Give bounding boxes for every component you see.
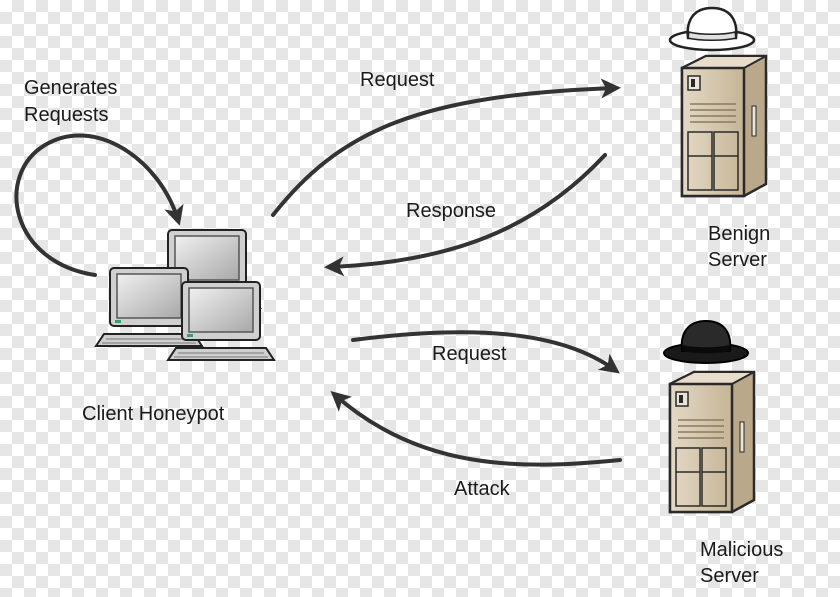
request-top-label: Request (360, 69, 435, 91)
benign-label: Benign (708, 223, 770, 245)
generates-requests-arrow (14, 133, 184, 277)
white-fedora-icon (668, 6, 756, 52)
response-label: Response (406, 200, 496, 222)
attack-arrow-from-malicious (330, 391, 622, 467)
malicious-server-label: Server (700, 565, 759, 587)
malicious-label: Malicious (700, 539, 783, 561)
generates-label: Generates (24, 77, 117, 99)
attack-label: Attack (454, 478, 511, 500)
request-arrow-to-malicious (351, 330, 620, 374)
requests-label: Requests (24, 104, 109, 126)
client-honeypot-label: Client Honeypot (82, 403, 225, 425)
request-arrow-to-benign (271, 78, 621, 217)
server-tower-icon (668, 370, 756, 514)
benign-server-label: Server (708, 249, 767, 271)
server-tower-icon (680, 54, 768, 198)
request-bottom-label: Request (432, 343, 507, 365)
response-arrow-from-benign (324, 153, 607, 277)
computer-cluster-icon (95, 229, 275, 361)
black-fedora-icon (663, 319, 749, 364)
